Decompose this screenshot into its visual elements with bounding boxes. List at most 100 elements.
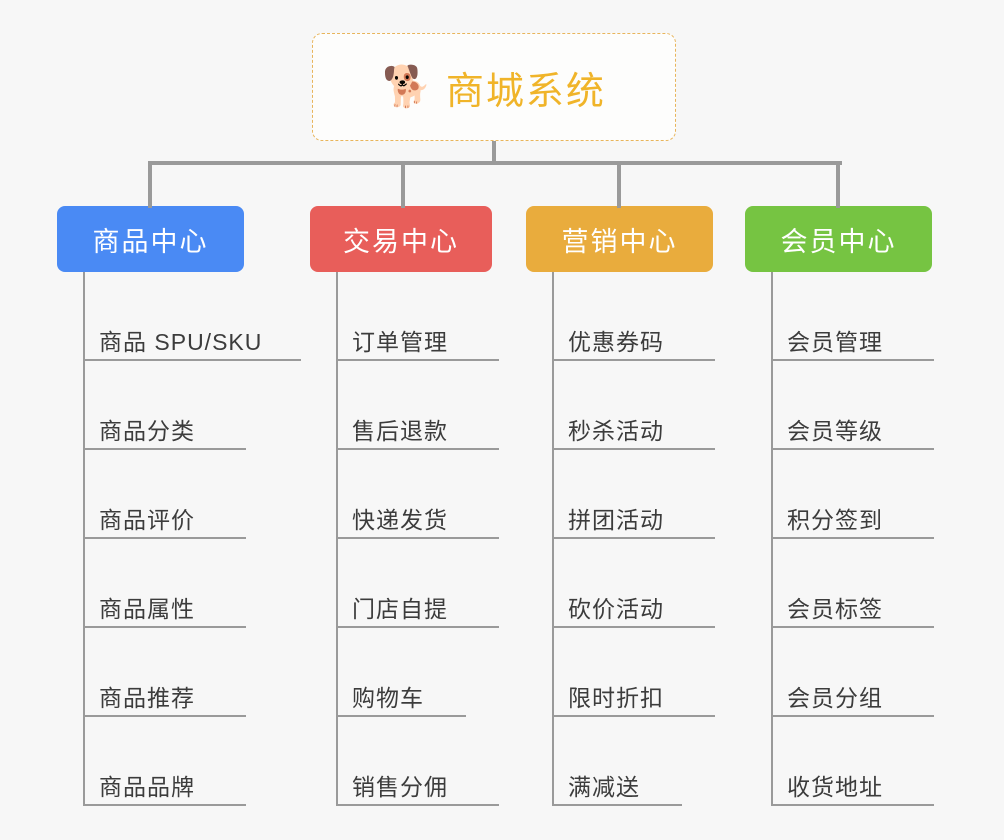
leaf-item-underline — [336, 804, 499, 806]
leaf-item-underline — [771, 359, 934, 361]
leaf-item-label: 订单管理 — [352, 329, 448, 355]
branch-trunk-member-center — [771, 272, 773, 806]
leaf-item[interactable]: 商品推荐 — [57, 628, 246, 717]
leaf-item[interactable]: 商品分类 — [57, 361, 246, 450]
connector-root-stem — [492, 141, 496, 163]
branch-marketing-center: 营销中心优惠券码秒杀活动拼团活动砍价活动限时折扣满减送 — [526, 206, 715, 806]
leaf-item[interactable]: 拼团活动 — [526, 450, 715, 539]
shiba-dog-face-icon: 🐕 — [382, 65, 432, 109]
leaf-item-label: 门店自提 — [352, 596, 448, 622]
leaf-item-label: 售后退款 — [352, 418, 448, 444]
branch-header-label: 商品中心 — [92, 226, 209, 257]
leaf-item-underline — [83, 626, 246, 628]
leaf-item-underline — [552, 715, 715, 717]
leaf-item-label: 收货地址 — [787, 774, 883, 800]
leaf-list-marketing-center: 优惠券码秒杀活动拼团活动砍价活动限时折扣满减送 — [526, 272, 715, 806]
leaf-item[interactable]: 快递发货 — [310, 450, 499, 539]
leaf-item-underline — [83, 448, 246, 450]
branch-trunk-product-center — [83, 272, 85, 806]
leaf-item-label: 会员管理 — [787, 329, 883, 355]
leaf-item[interactable]: 满减送 — [526, 717, 713, 806]
branch-header-trade-center[interactable]: 交易中心 — [310, 206, 492, 272]
leaf-item-label: 砍价活动 — [568, 596, 664, 622]
leaf-item[interactable]: 购物车 — [310, 628, 492, 717]
leaf-item-underline — [336, 359, 499, 361]
leaf-item-underline — [771, 715, 934, 717]
leaf-item-underline — [552, 626, 715, 628]
leaf-item[interactable]: 收货地址 — [745, 717, 934, 806]
leaf-item[interactable]: 门店自提 — [310, 539, 499, 628]
leaf-item-underline — [83, 359, 301, 361]
connector-drop-product-center — [148, 161, 152, 208]
branch-trunk-trade-center — [336, 272, 338, 806]
branch-header-label: 交易中心 — [343, 226, 459, 257]
leaf-item-underline — [552, 537, 715, 539]
leaf-item-underline — [552, 804, 682, 806]
leaf-item-underline — [771, 537, 934, 539]
leaf-item-underline — [552, 448, 715, 450]
leaf-list-product-center: 商品 SPU/SKU 商品分类商品评价商品属性商品推荐商品品牌 — [57, 272, 301, 806]
leaf-item[interactable]: 商品评价 — [57, 450, 246, 539]
leaf-item-underline — [552, 359, 715, 361]
leaf-item-label: 优惠券码 — [568, 329, 664, 355]
leaf-item[interactable]: 优惠券码 — [526, 272, 715, 361]
leaf-item-underline — [83, 804, 246, 806]
leaf-item-label: 商品属性 — [99, 596, 195, 622]
leaf-item[interactable]: 积分签到 — [745, 450, 934, 539]
leaf-item-label: 会员等级 — [787, 418, 883, 444]
leaf-item-label: 商品分类 — [99, 418, 195, 444]
connector-drop-marketing-center — [617, 161, 621, 208]
leaf-item-label: 销售分佣 — [352, 774, 448, 800]
branch-trunk-marketing-center — [552, 272, 554, 806]
leaf-item-label: 商品评价 — [99, 507, 195, 533]
leaf-item-label: 会员分组 — [787, 685, 883, 711]
branch-product-center: 商品中心商品 SPU/SKU 商品分类商品评价商品属性商品推荐商品品牌 — [57, 206, 301, 806]
branch-header-member-center[interactable]: 会员中心 — [745, 206, 932, 272]
leaf-item-label: 商品 SPU/SKU — [99, 329, 263, 355]
connector-horizontal-bus — [148, 161, 842, 165]
leaf-item-underline — [336, 626, 499, 628]
leaf-item[interactable]: 会员分组 — [745, 628, 934, 717]
root-node[interactable]: 🐕 商城系统 — [312, 33, 676, 141]
leaf-item[interactable]: 秒杀活动 — [526, 361, 715, 450]
leaf-item-underline — [83, 537, 246, 539]
connector-drop-member-center — [836, 161, 840, 208]
branch-header-product-center[interactable]: 商品中心 — [57, 206, 244, 272]
leaf-list-trade-center: 订单管理售后退款快递发货门店自提购物车销售分佣 — [310, 272, 499, 806]
branch-header-label: 营销中心 — [561, 226, 678, 257]
leaf-item-label: 拼团活动 — [568, 507, 664, 533]
leaf-item[interactable]: 售后退款 — [310, 361, 499, 450]
leaf-item-label: 限时折扣 — [568, 685, 664, 711]
leaf-item-underline — [336, 715, 466, 717]
root-node-title: 商城系统 — [445, 70, 606, 113]
leaf-item-underline — [771, 804, 934, 806]
leaf-item-label: 会员标签 — [787, 596, 883, 622]
branch-trade-center: 交易中心订单管理售后退款快递发货门店自提购物车销售分佣 — [310, 206, 499, 806]
leaf-item[interactable]: 会员管理 — [745, 272, 934, 361]
leaf-item[interactable]: 商品品牌 — [57, 717, 246, 806]
leaf-item[interactable]: 商品 SPU/SKU — [57, 272, 301, 361]
leaf-item[interactable]: 商品属性 — [57, 539, 246, 628]
leaf-item-label: 积分签到 — [787, 507, 883, 533]
branch-header-marketing-center[interactable]: 营销中心 — [526, 206, 713, 272]
leaf-item-label: 商品推荐 — [99, 685, 195, 711]
connector-drop-trade-center — [401, 161, 405, 208]
leaf-list-member-center: 会员管理会员等级积分签到会员标签会员分组收货地址 — [745, 272, 934, 806]
branch-header-label: 会员中心 — [780, 226, 897, 257]
leaf-item-underline — [336, 448, 499, 450]
leaf-item-underline — [83, 715, 246, 717]
leaf-item[interactable]: 限时折扣 — [526, 628, 715, 717]
leaf-item[interactable]: 砍价活动 — [526, 539, 715, 628]
leaf-item[interactable]: 订单管理 — [310, 272, 499, 361]
leaf-item-underline — [771, 626, 934, 628]
leaf-item-underline — [771, 448, 934, 450]
leaf-item[interactable]: 会员等级 — [745, 361, 934, 450]
leaf-item-underline — [336, 537, 499, 539]
branch-member-center: 会员中心会员管理会员等级积分签到会员标签会员分组收货地址 — [745, 206, 934, 806]
leaf-item-label: 满减送 — [568, 774, 640, 800]
leaf-item-label: 秒杀活动 — [568, 418, 664, 444]
leaf-item-label: 商品品牌 — [99, 774, 195, 800]
leaf-item[interactable]: 会员标签 — [745, 539, 934, 628]
leaf-item[interactable]: 销售分佣 — [310, 717, 499, 806]
